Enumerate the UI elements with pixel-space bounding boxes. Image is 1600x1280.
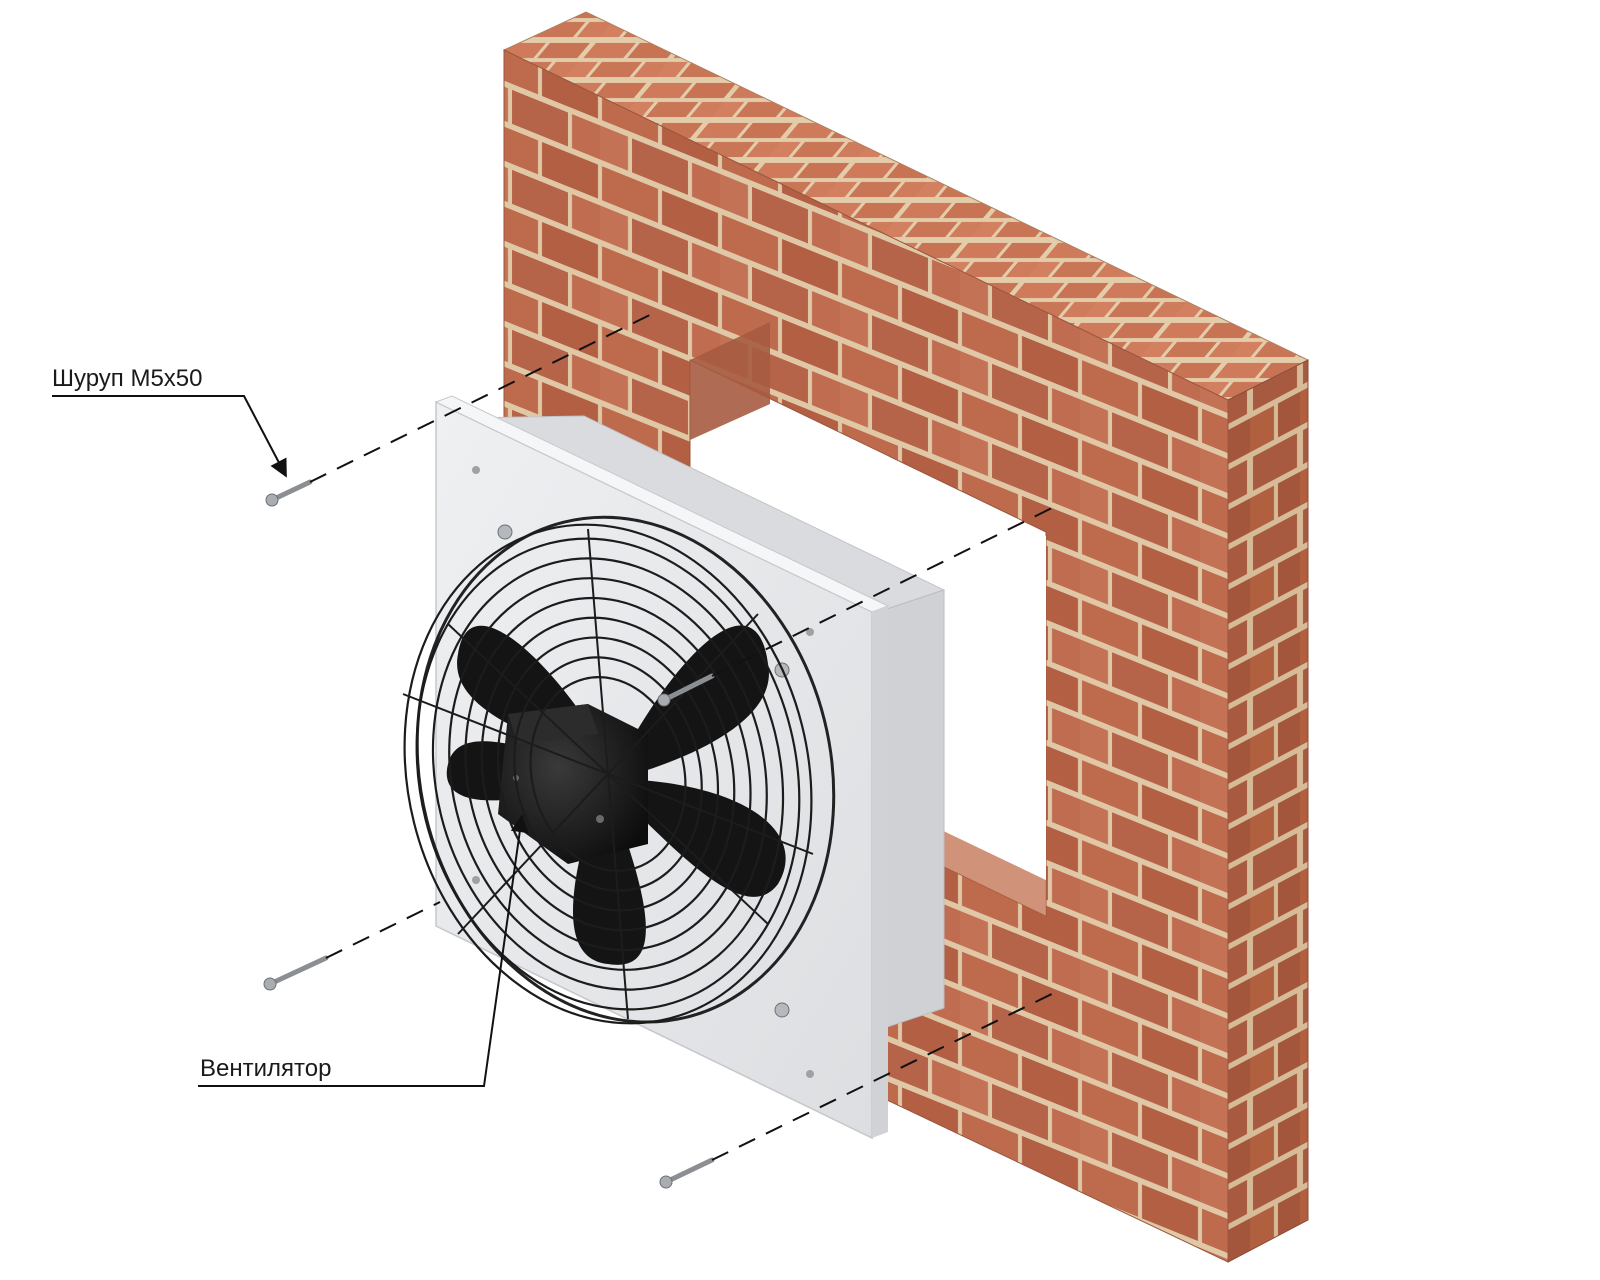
fan-guard-front <box>403 523 813 1025</box>
callout-screw: Шуруп М5х50 <box>52 365 287 478</box>
assembly-line-bottom-right <box>711 989 1061 1161</box>
screw-leader-line <box>52 395 287 478</box>
guard-bolt <box>497 524 513 540</box>
guard-bolt <box>774 1002 790 1018</box>
screw-icon <box>263 955 329 991</box>
fan-leader-line <box>198 814 529 1087</box>
assembly-line-top-right <box>711 503 1061 677</box>
callout-fan: Вентилятор <box>198 814 529 1087</box>
fan-motor <box>498 704 648 864</box>
fan-label: Вентилятор <box>200 1055 331 1082</box>
screw-label: Шуруп М5х50 <box>52 365 203 392</box>
mounting-plate-side-edge <box>872 606 888 1138</box>
screw-icon <box>657 673 715 707</box>
screws <box>263 479 715 1189</box>
fan-guard-spokes <box>402 528 814 1020</box>
screw-icon <box>265 479 313 507</box>
assembly-line-top-left <box>309 309 661 483</box>
assembly-lines <box>309 309 1061 1161</box>
opening-reveal-top <box>690 322 770 440</box>
mount-hole <box>806 1070 814 1078</box>
wall-side-face <box>1227 359 1309 1263</box>
mount-hole <box>472 876 480 884</box>
mount-hole <box>472 466 480 474</box>
axial-fan <box>402 515 836 1025</box>
screw-icon <box>659 1157 715 1189</box>
mount-hole <box>806 628 814 636</box>
assembly-line-bottom-left <box>325 901 441 959</box>
